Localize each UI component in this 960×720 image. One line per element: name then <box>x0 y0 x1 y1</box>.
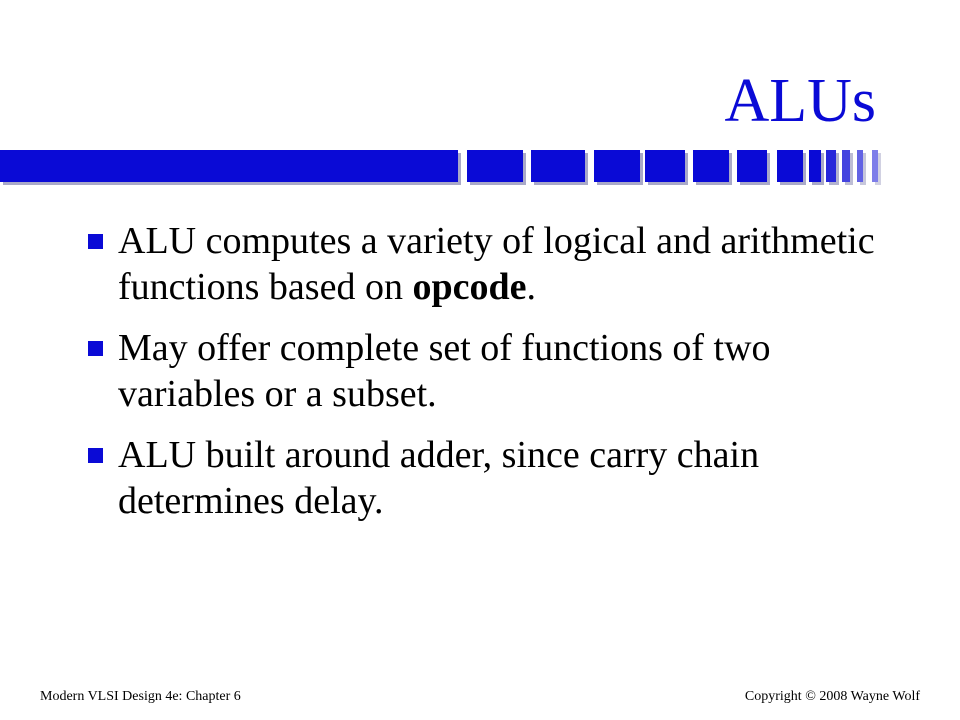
title-bar-segment <box>594 150 640 182</box>
title-bar-segment <box>826 150 836 182</box>
bullet-keyword: opcode <box>412 266 527 308</box>
bullet-item: May offer complete set of functions of t… <box>86 325 906 417</box>
title-bar-segment <box>0 150 458 182</box>
bullet-text: ALU built around adder, since carry chai… <box>118 434 760 522</box>
bullet-item: ALU computes a variety of logical and ar… <box>86 218 906 310</box>
bullet-item: ALU built around adder, since carry chai… <box>86 432 906 524</box>
title-bar-segment <box>737 150 767 182</box>
bullet-list: ALU computes a variety of logical and ar… <box>86 218 906 539</box>
bullet-text: . <box>526 266 536 308</box>
bullet-text: May offer complete set of functions of t… <box>118 327 771 415</box>
title-bar-segment <box>872 150 878 182</box>
title-bar-segment <box>842 150 850 182</box>
square-bullet-icon <box>88 341 103 356</box>
title-bar-segment <box>531 150 585 182</box>
title-decoration-bar <box>0 150 890 186</box>
title-bar-segment <box>693 150 729 182</box>
title-bar-segment <box>857 150 863 182</box>
title-bar-segment <box>467 150 523 182</box>
square-bullet-icon <box>88 234 103 249</box>
footer-chapter: Modern VLSI Design 4e: Chapter 6 <box>40 689 241 704</box>
title-bar-segment <box>809 150 821 182</box>
title-bar-segment <box>777 150 803 182</box>
slide-title: ALUs <box>724 67 876 135</box>
title-bar-segment <box>645 150 685 182</box>
footer-copyright: Copyright © 2008 Wayne Wolf <box>744 689 920 704</box>
square-bullet-icon <box>88 448 103 463</box>
bullet-text: ALU computes a variety of logical and ar… <box>118 220 875 308</box>
